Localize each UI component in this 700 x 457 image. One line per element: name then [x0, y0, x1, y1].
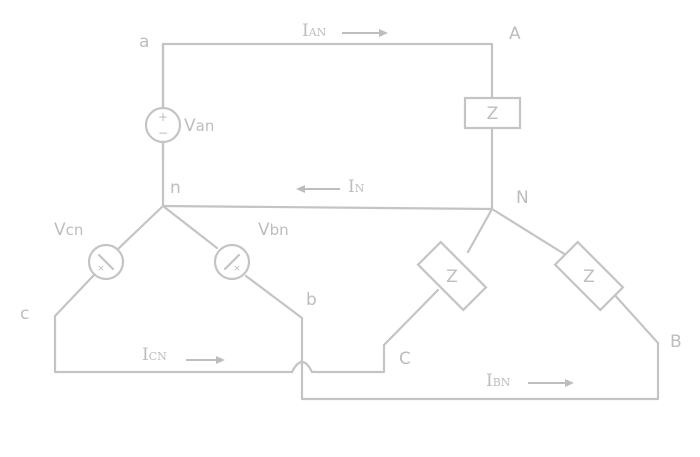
- source-vcn-label: Vcn: [54, 220, 83, 240]
- node-a-label: a: [139, 32, 149, 52]
- impedance-zb: Z: [553, 240, 625, 312]
- impedance-zb-label: Z: [583, 267, 595, 287]
- node-c-label: c: [20, 304, 29, 324]
- wire-zb-to-B: [610, 290, 660, 345]
- wire-N-to-zc: [466, 207, 494, 254]
- wire-n-to-vbn: [161, 204, 219, 250]
- source-van: + −: [144, 106, 182, 144]
- neutral-wire: [161, 204, 494, 211]
- wire-vbn-to-b: [244, 274, 660, 401]
- node-B-label: B: [670, 332, 682, 352]
- source-vbn-label: Vbn: [258, 220, 289, 240]
- wire-N-to-zb: [490, 207, 568, 257]
- node-A-label: A: [509, 24, 521, 44]
- current-ian-label: IAN: [302, 21, 327, 41]
- current-icn-label: ICN: [142, 345, 167, 365]
- impedance-zc: Z: [416, 240, 488, 312]
- impedance-zc-label: Z: [446, 267, 458, 287]
- impedance-za: Z: [463, 96, 522, 130]
- node-b-label: b: [306, 290, 317, 310]
- source-vbn: ×: [213, 243, 251, 281]
- source-vcn: ×: [87, 243, 125, 281]
- current-ibn-arrow: [528, 379, 574, 387]
- wire-phase-a-top: [161, 42, 494, 162]
- current-in-arrow: [296, 185, 340, 193]
- impedance-za-label: Z: [487, 104, 499, 124]
- wire-n-to-vcn: [116, 204, 165, 251]
- current-ibn-label: IBN: [486, 371, 511, 391]
- current-in-label: IN: [348, 177, 365, 197]
- wire-vcn-to-c: [53, 273, 294, 374]
- source-van-plus: +: [158, 110, 168, 124]
- wire-phase-c-to-C: [310, 288, 440, 374]
- current-ian-arrow: [342, 29, 388, 37]
- current-icn-arrow: [186, 356, 225, 364]
- svg-text:×: ×: [233, 264, 241, 274]
- node-n-label: n: [170, 178, 181, 198]
- source-van-label: Van: [184, 116, 214, 136]
- wire-crossover-hop: [290, 360, 314, 374]
- node-N-label: N: [516, 188, 529, 208]
- source-van-minus: −: [158, 126, 168, 140]
- node-C-label: C: [399, 349, 411, 369]
- svg-text:×: ×: [97, 264, 105, 274]
